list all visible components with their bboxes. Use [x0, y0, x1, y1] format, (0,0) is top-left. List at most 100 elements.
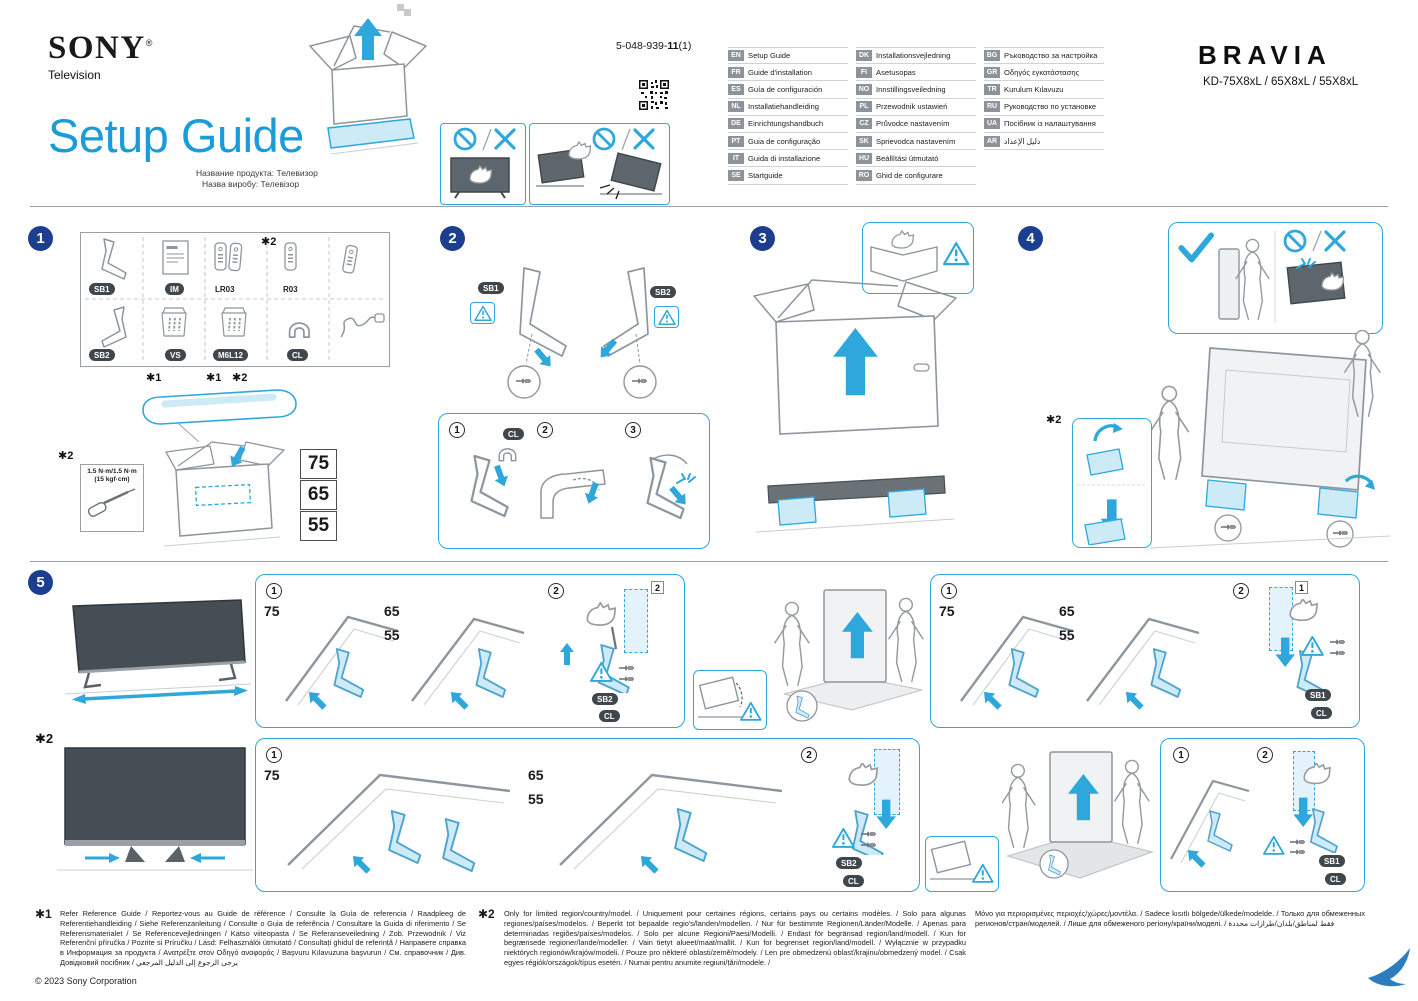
hand-icon [1303, 763, 1331, 785]
part-number-bold: 11 [667, 40, 679, 52]
small-arrow-icon [490, 463, 511, 489]
clamp-attach-illustration [470, 448, 517, 518]
remote-icon [284, 242, 297, 271]
step4-carry-panel [1168, 222, 1383, 334]
tipping-warning-box [925, 836, 999, 892]
cl-badge: CL [1311, 707, 1332, 719]
part-number: 5-048-939-11(1) [616, 40, 691, 52]
language-label: Installatiehandleiding [748, 102, 819, 112]
star1-mark: ✱1 [146, 372, 162, 384]
manual-icon [162, 240, 189, 275]
screw-icon [860, 841, 877, 849]
cl-badge: CL [503, 428, 524, 440]
registration-mark [404, 9, 411, 16]
language-label: Οδηγός εγκατάστασης [1004, 67, 1080, 77]
product-type: Television [48, 68, 101, 82]
language-code-badge: HU [856, 152, 872, 164]
screws-warning-icon [832, 827, 877, 849]
size-75: 75 [264, 767, 280, 783]
star1-mark: ✱1 [206, 372, 222, 384]
size-65: 65 [1059, 603, 1075, 619]
torque-box: 1.5 N·m/1.5 N·m (15 kgf·cm) [80, 464, 144, 532]
language-label: Einrichtungshandbuch [748, 119, 824, 129]
stand-leg-icon [333, 648, 365, 698]
hand-icon [848, 763, 879, 786]
language-code-badge: SE [728, 169, 744, 181]
footnote-star1-text: Refer Reference Guide / Reportez-vous au… [60, 909, 466, 967]
substep-2-circle: 2 [1233, 583, 1249, 599]
part-number-suffix: (1) [678, 40, 692, 52]
screw-icon [1329, 649, 1346, 657]
size-tag-65: 65 [300, 480, 337, 510]
tv-with-stand-illustration [64, 599, 252, 704]
stand-leg-icon [388, 810, 422, 864]
language-label: Installationsvejledning [876, 51, 951, 61]
language-code-badge: FR [728, 66, 744, 78]
sb2-badge: SB2 [836, 857, 862, 869]
tv-stand-narrow-illustration [57, 747, 253, 871]
step5-lift-illustration [774, 589, 924, 722]
screws-warning-icon [1263, 835, 1306, 856]
step5-lift-illustration-2 [1002, 751, 1155, 879]
warning-box [470, 302, 495, 324]
screwdriver-icon [87, 488, 136, 517]
prohibition-icon [453, 127, 477, 151]
stand-leg-icon [475, 648, 507, 698]
language-code-badge: CZ [856, 118, 872, 130]
parts-box: ✱2 SB1 IM LR03 R03 SB2 VS M6L12 CL [80, 232, 390, 367]
vs-badge: VS [165, 349, 186, 361]
language-label: Beállítási útmutató [876, 153, 939, 163]
sb2-badge: SB2 [592, 693, 618, 705]
language-code-badge: EN [728, 50, 744, 62]
torque-value-line2: (15 kgf·cm) [94, 476, 130, 484]
language-code-badge: SK [856, 135, 872, 147]
screw-icon [1329, 638, 1346, 646]
box-flap-caution-illustration [870, 230, 970, 282]
substep-2-circle: 2 [1257, 747, 1273, 763]
sony-logo: SONY® [48, 30, 154, 67]
footnote-col3-text: Μόνο για περιορισμένες περιοχές/χώρες/μο… [975, 909, 1365, 928]
step2-stand-left: SB1 [458, 262, 578, 412]
language-code-badge: ES [728, 83, 744, 95]
footnote-star1-label: ✱1 [35, 907, 52, 921]
attach-leg-inner-illustration [411, 617, 525, 713]
substep-1-circle: 1 [449, 422, 465, 438]
language-row: HU Beállítási útmutató [856, 150, 976, 168]
parts-icons [101, 238, 385, 348]
caution-panel-impact [529, 123, 670, 205]
cl-badge: CL [287, 349, 308, 361]
language-label: Przewodnik ustawień [876, 102, 948, 112]
screw-step-number: 2 [651, 581, 664, 594]
stand-leg-icon [1008, 648, 1040, 698]
language-label: Kurulum Kılavuzu [1004, 84, 1064, 94]
screw-step-number: 1 [1295, 581, 1308, 594]
size-65: 65 [528, 767, 544, 783]
language-code-badge: IT [728, 152, 744, 164]
ac-cord-icon [340, 313, 385, 338]
substep-2-circle: 2 [548, 583, 564, 599]
person-icon [1235, 238, 1270, 321]
person-icon [774, 601, 810, 687]
language-label: Průvodce nastavením [876, 119, 950, 129]
small-arrow-icon [348, 851, 374, 877]
language-code-badge: UA [984, 118, 1000, 130]
warning-triangle-icon [1301, 635, 1324, 656]
lr03-label: LR03 [215, 285, 235, 294]
attach-leg-center-illustration [287, 773, 511, 877]
warning-triangle-icon [740, 701, 762, 721]
click-burst-icon [676, 473, 696, 484]
sony-bird-logo [1368, 948, 1410, 987]
attach-leg-inner-illustration [1086, 617, 1200, 713]
down-arrow-icon [1293, 797, 1313, 827]
screws-warning-icon [1301, 635, 1346, 657]
screw-icon [1289, 848, 1306, 856]
caution-panel-press-screen [440, 123, 526, 205]
language-label: Руководство по установке [1004, 102, 1097, 112]
